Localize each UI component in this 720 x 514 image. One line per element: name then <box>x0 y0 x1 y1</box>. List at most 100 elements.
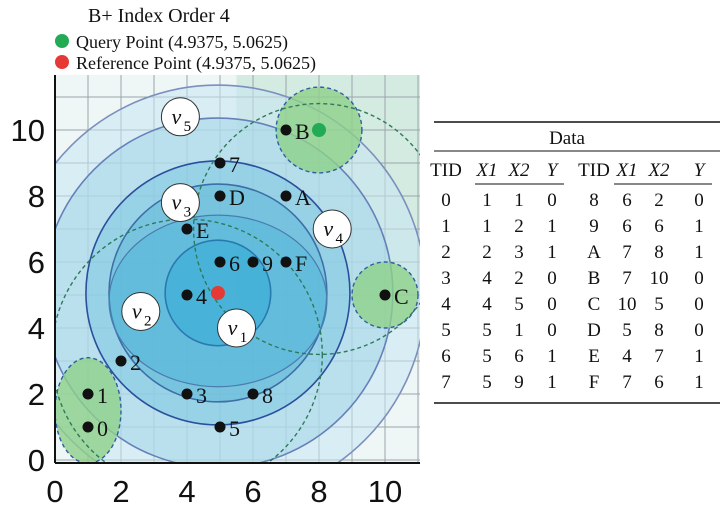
legend-reference-label: Reference Point (4.9375, 5.0625) <box>76 53 316 74</box>
x-tick-label: 2 <box>112 474 129 509</box>
table-cell: 4 <box>482 294 492 315</box>
x-tick-label: 10 <box>368 474 402 509</box>
region-label-v5: v <box>172 104 182 129</box>
region-label-bubble-v1 <box>217 308 256 348</box>
table-header-cell: X1 <box>615 160 637 181</box>
legend-query-marker <box>55 34 69 48</box>
table-cell: 1 <box>547 216 557 237</box>
table-cell: F <box>589 372 600 393</box>
table-cell: A <box>587 242 601 263</box>
table-header-cell: TID <box>430 160 462 181</box>
region-label-bubble-v4 <box>312 209 352 249</box>
table-cell: 5 <box>482 320 492 341</box>
table-cell: 2 <box>654 190 664 211</box>
point-label-4: 4 <box>196 284 207 309</box>
point-D <box>214 190 226 202</box>
table-cell: 3 <box>441 268 451 289</box>
point-0 <box>82 421 94 433</box>
point-3 <box>181 388 193 400</box>
legend-query-label: Query Point (4.9375, 5.0625) <box>76 32 288 53</box>
table-cell: 8 <box>654 242 664 263</box>
y-tick-label: 2 <box>28 377 45 412</box>
table-header-cell: Y <box>694 160 707 181</box>
table-header-cell: TID <box>578 160 610 181</box>
x-tick-label: 4 <box>178 474 195 509</box>
table-cell: 1 <box>514 320 524 341</box>
table-cell: 1 <box>547 346 557 367</box>
table-cell: 0 <box>694 294 704 315</box>
table-cell: 7 <box>622 372 632 393</box>
x-tick-label: 6 <box>244 474 261 509</box>
table-cell: 5 <box>482 346 492 367</box>
table-cell: 6 <box>622 216 632 237</box>
table-cell: 4 <box>482 268 492 289</box>
point-E <box>181 223 193 235</box>
table-cell: B <box>588 268 601 289</box>
table-cell: E <box>588 346 600 367</box>
table-cell: 5 <box>654 294 664 315</box>
point-label-A: A <box>295 185 311 210</box>
table-cell: 0 <box>547 294 557 315</box>
region-label-sub: 5 <box>184 119 192 135</box>
point-7 <box>214 157 226 169</box>
table-cell: 1 <box>482 216 492 237</box>
point-label-0: 0 <box>97 416 108 441</box>
figure-title: B+ Index Order 4 <box>88 5 230 27</box>
table-header-cell: X2 <box>507 160 530 181</box>
region-label-v4: v <box>323 216 333 241</box>
point-label-2: 2 <box>130 350 141 375</box>
y-tick-label: 8 <box>28 179 45 214</box>
table-cell: 6 <box>514 346 524 367</box>
table-cell: 0 <box>547 190 557 211</box>
table-cell: 1 <box>694 346 704 367</box>
table-cell: 2 <box>441 242 451 263</box>
table-cell: 8 <box>654 320 664 341</box>
table-cell: 6 <box>654 216 664 237</box>
table-header-cell: X2 <box>647 160 670 181</box>
table-cell: 1 <box>547 372 557 393</box>
region-label-v1: v <box>228 315 238 340</box>
point-label-1: 1 <box>97 383 108 408</box>
point-label-E: E <box>196 218 209 243</box>
y-tick-label: 10 <box>11 113 45 148</box>
region-label-sub: 3 <box>184 205 192 221</box>
table-cell: 1 <box>482 190 492 211</box>
x-tick-label: 0 <box>46 474 63 509</box>
region-ellipse <box>108 214 328 388</box>
point-9 <box>247 256 259 268</box>
table-cell: 1 <box>441 216 451 237</box>
table-cell: 9 <box>514 372 524 393</box>
point-label-5: 5 <box>229 416 240 441</box>
region-label-bubble-v3 <box>160 183 200 223</box>
table-cell: 6 <box>622 190 632 211</box>
table-cell: 0 <box>694 320 704 341</box>
region-label-v2: v <box>132 299 142 324</box>
table-cell: 5 <box>622 320 632 341</box>
point-label-9: 9 <box>262 251 273 276</box>
point-8 <box>247 388 259 400</box>
table-cell: 5 <box>482 372 492 393</box>
table-cell: 1 <box>694 372 704 393</box>
point-6 <box>214 256 226 268</box>
query-point <box>312 123 326 137</box>
table-cell: 5 <box>441 320 451 341</box>
region-label-sub: 1 <box>240 330 248 346</box>
table-cell: D <box>587 320 601 341</box>
region-label-sub: 2 <box>144 314 152 330</box>
table-cell: 0 <box>547 320 557 341</box>
point-C <box>379 289 391 301</box>
region-label-bubble-v2 <box>121 292 161 331</box>
point-4 <box>181 289 193 301</box>
table-cell: 0 <box>441 190 451 211</box>
table-cell: 2 <box>514 268 524 289</box>
table-cell: 0 <box>694 190 704 211</box>
table-cell: 4 <box>622 346 632 367</box>
table-cell: 5 <box>514 294 524 315</box>
leaf-region-4 <box>192 102 420 356</box>
table-cell: 1 <box>547 242 557 263</box>
